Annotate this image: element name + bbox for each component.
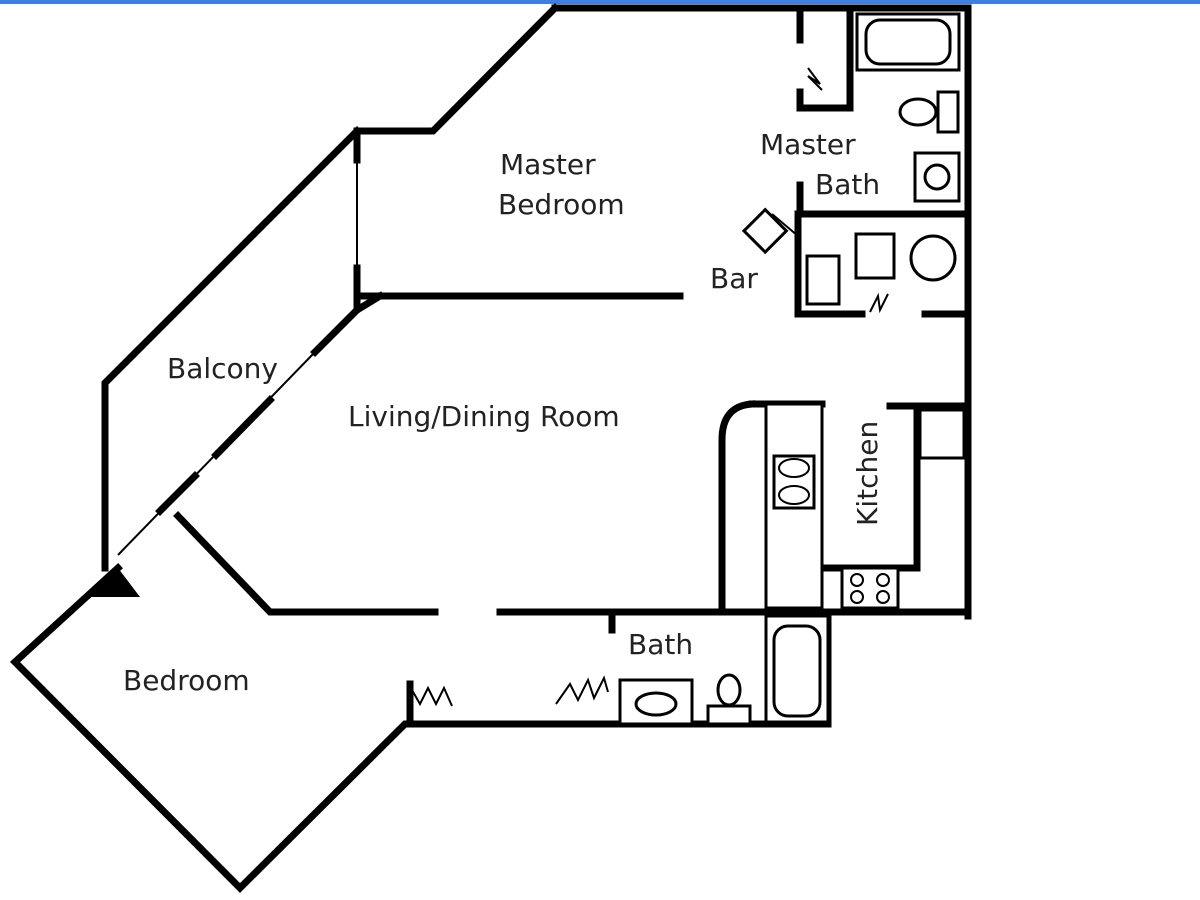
kitchen-counter <box>764 402 824 610</box>
bedroom-label: Bedroom <box>123 664 250 697</box>
bar-label: Bar <box>710 262 758 295</box>
corner-marker <box>90 568 140 597</box>
balcony-label: Balcony <box>167 352 278 385</box>
bathtub <box>764 614 830 724</box>
master-bedroom-label: Master <box>500 148 596 181</box>
master-bedroom-label: Bedroom <box>498 188 625 221</box>
toilet <box>706 673 752 726</box>
bath-label: Bath <box>628 628 693 661</box>
master-bathtub <box>855 12 961 72</box>
sink <box>618 678 694 726</box>
kitchen-label: Kitchen <box>851 421 884 526</box>
sliding-doors <box>117 160 358 556</box>
master-toilet <box>898 90 960 134</box>
master-sink <box>913 151 961 203</box>
master-bath-label: Master <box>760 128 856 161</box>
stove <box>840 566 900 610</box>
door-swing-icon <box>807 67 823 91</box>
master-bath-label: Bath <box>815 168 880 201</box>
door-swing-icon <box>869 292 889 314</box>
bar-fixtures <box>741 207 957 306</box>
top-accent-bar <box>0 0 1200 4</box>
kitchen-cabinet <box>918 408 966 460</box>
door-swing-icon <box>411 685 453 707</box>
room-labels: Master Bedroom Master Bath Bar Balcony L… <box>123 128 884 697</box>
living-dining-label: Living/Dining Room <box>348 400 620 433</box>
door-swing-icon <box>555 675 609 705</box>
